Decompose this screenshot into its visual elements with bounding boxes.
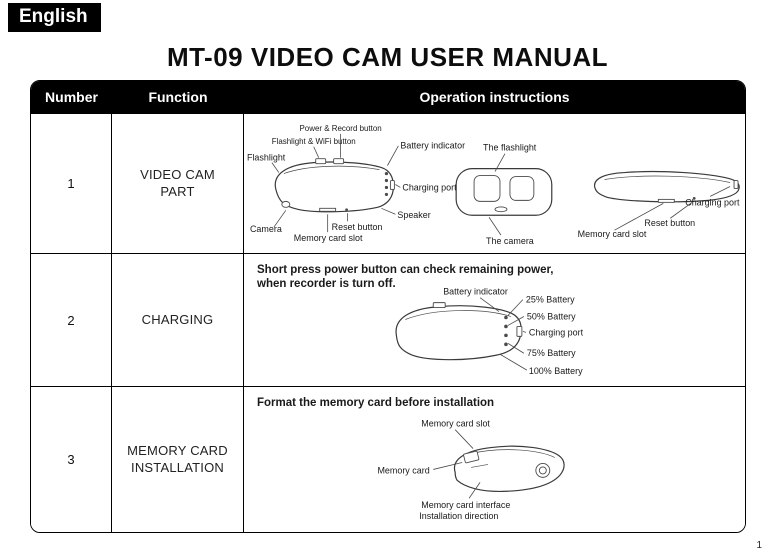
- label-charging-port-right: Charging port: [685, 197, 740, 207]
- row3-function-label: MEMORY CARD INSTALLATION: [127, 443, 228, 475]
- label-power-record-button: Power & Record button: [300, 124, 382, 133]
- row1-operation: Power & Record button Flashlight & WiFi …: [244, 113, 745, 253]
- page-number: 1: [756, 540, 762, 551]
- row2-number: 2: [31, 253, 112, 386]
- row3-number: 3: [31, 386, 112, 532]
- device-side-left: [274, 158, 395, 213]
- header-function: Function: [112, 81, 244, 113]
- label-reset-button-right: Reset button: [644, 218, 695, 228]
- label-memory-card-slot-right: Memory card slot: [578, 229, 647, 239]
- label-memory-card: Memory card: [377, 465, 429, 475]
- label-flashlight: Flashlight: [247, 153, 286, 163]
- header-number: Number: [31, 81, 112, 113]
- row3-operation: Format the memory card before installati…: [244, 386, 745, 532]
- charging-note-line1: Short press power button can check remai…: [257, 264, 554, 276]
- label-battery-100: 100% Battery: [529, 366, 583, 376]
- label-charging-port-2: Charging port: [529, 327, 584, 337]
- device-side-right: [594, 170, 740, 203]
- row1-function: VIDEO CAM PART: [112, 113, 244, 253]
- row2-function-label: CHARGING: [141, 311, 214, 327]
- device-perspective: [453, 445, 565, 492]
- label-camera: Camera: [250, 224, 282, 234]
- label-flashlight-wifi-button: Flashlight & WiFi button: [272, 137, 356, 146]
- label-memory-interface-line1: Memory card interface: [421, 500, 510, 510]
- label-memory-card-slot-3: Memory card slot: [421, 419, 490, 429]
- label-the-flashlight: The flashlight: [483, 143, 537, 153]
- device-front: [455, 168, 553, 216]
- row2-function: CHARGING: [112, 253, 244, 386]
- header-operation: Operation instructions: [244, 81, 745, 113]
- row2-operation: Short press power button can check remai…: [244, 253, 745, 386]
- row3-function: MEMORY CARD INSTALLATION: [112, 386, 244, 532]
- label-reset-button: Reset button: [332, 222, 383, 232]
- manual-table: Number Function Operation instructions 1…: [30, 80, 746, 533]
- language-badge: English: [8, 3, 101, 32]
- label-charging-port: Charging port: [402, 182, 457, 192]
- label-battery-50: 50% Battery: [527, 312, 576, 322]
- label-battery-indicator-2: Battery indicator: [443, 287, 508, 297]
- device-charging: [395, 302, 523, 361]
- label-battery-indicator: Battery indicator: [400, 141, 465, 151]
- label-memory-card-slot: Memory card slot: [294, 233, 363, 243]
- row1-function-label: VIDEO CAM PART: [140, 167, 215, 199]
- page-title: MT-09 VIDEO CAM USER MANUAL: [166, 42, 609, 72]
- label-battery-75: 75% Battery: [527, 348, 576, 358]
- label-the-camera: The camera: [486, 236, 534, 246]
- memory-note-line1: Format the memory card before installati…: [257, 397, 495, 409]
- videocam-part-diagram: Power & Record button Flashlight & WiFi …: [247, 124, 740, 246]
- charging-diagram: Battery indicator 25% Battery 50% Batter…: [395, 287, 584, 376]
- memory-card-diagram: Memory card slot Memory card Memory card…: [377, 419, 565, 521]
- label-battery-25: 25% Battery: [526, 295, 575, 305]
- label-speaker: Speaker: [397, 210, 430, 220]
- row1-number: 1: [31, 113, 112, 253]
- label-memory-interface-line2: Installation direction: [419, 511, 498, 521]
- charging-note-line2: when recorder is turn off.: [257, 278, 396, 290]
